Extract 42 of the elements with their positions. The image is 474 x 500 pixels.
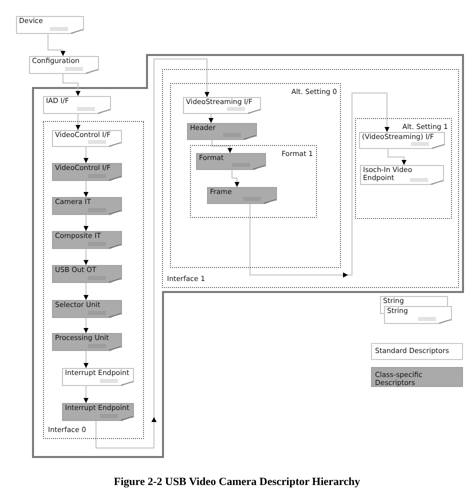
- connector-arrow: [84, 386, 88, 404]
- descriptor-box: [52, 197, 122, 215]
- connector-arrow: [84, 350, 88, 368]
- descriptor-box: [52, 163, 122, 181]
- descriptor-box: [360, 165, 444, 185]
- descriptor-box: [62, 403, 134, 421]
- descriptor-box: [384, 306, 452, 324]
- descriptor-box: [187, 123, 257, 140]
- group-frame: [170, 83, 341, 268]
- group-frame: [190, 145, 317, 218]
- descriptor-box: [52, 300, 122, 318]
- descriptor-box: [207, 187, 277, 204]
- connector-arrow: [388, 148, 406, 166]
- figure-caption: Figure 2-2 USB Video Camera Descriptor Hierarchy: [112, 476, 362, 489]
- group-frame: [162, 69, 459, 288]
- descriptor-box: [62, 368, 134, 386]
- connector-arrow: [232, 170, 240, 188]
- descriptor-box: [16, 16, 84, 34]
- connector-arrow: [76, 114, 80, 130]
- connector-arrow: [84, 248, 88, 266]
- connector-arrow: [84, 282, 88, 300]
- connector-arrow: [84, 214, 88, 232]
- descriptor-box: [52, 130, 122, 147]
- connector-arrow: [208, 114, 214, 124]
- connector-arrow: [84, 180, 88, 198]
- descriptor-box: [196, 153, 266, 170]
- connector-arrow: [250, 92, 390, 278]
- descriptor-box: [183, 97, 261, 114]
- descriptor-box: [43, 96, 111, 114]
- descriptor-box: [52, 333, 122, 351]
- descriptor-box: [29, 56, 99, 74]
- descriptor-box: [52, 265, 122, 283]
- descriptor-box: [359, 132, 445, 149]
- descriptor-box: [52, 231, 122, 249]
- connector-arrow: [84, 146, 88, 164]
- connector-arrow: [84, 318, 88, 334]
- group-frame: [43, 121, 144, 439]
- connector-arrow: [62, 74, 80, 96]
- connector-arrow: [96, 58, 210, 448]
- connector-arrow: [212, 140, 232, 154]
- group-frame: [355, 118, 452, 219]
- connector-arrow: [48, 34, 66, 56]
